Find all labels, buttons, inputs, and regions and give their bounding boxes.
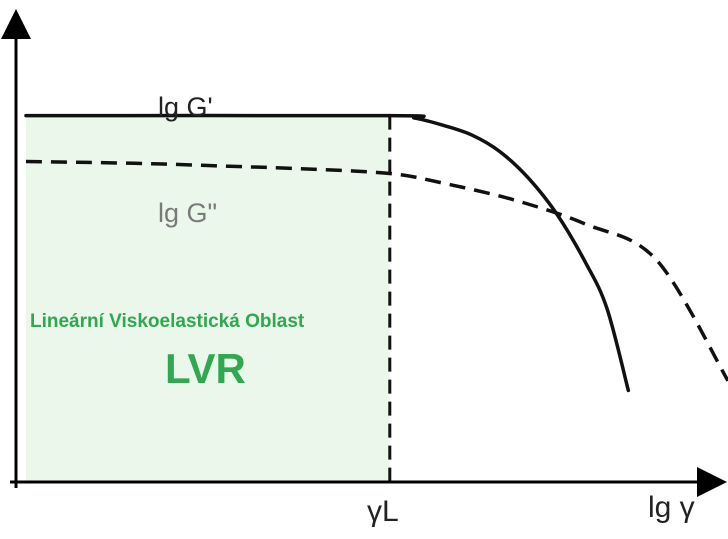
x-axis-label: lg γ bbox=[648, 491, 695, 524]
lvr-region bbox=[26, 115, 390, 483]
series-label-g-prime: lg G' bbox=[158, 92, 213, 122]
series-g-double-prime-line bbox=[25, 159, 728, 382]
series-g-prime-line bbox=[24, 113, 631, 393]
region-name-label: Lineární Viskoelastická Oblast bbox=[30, 311, 305, 332]
gamma-l-label: γL bbox=[367, 495, 399, 528]
region-abbreviation-label: LVR bbox=[165, 345, 246, 392]
series-label-g-double-prime: lg G" bbox=[158, 198, 218, 228]
